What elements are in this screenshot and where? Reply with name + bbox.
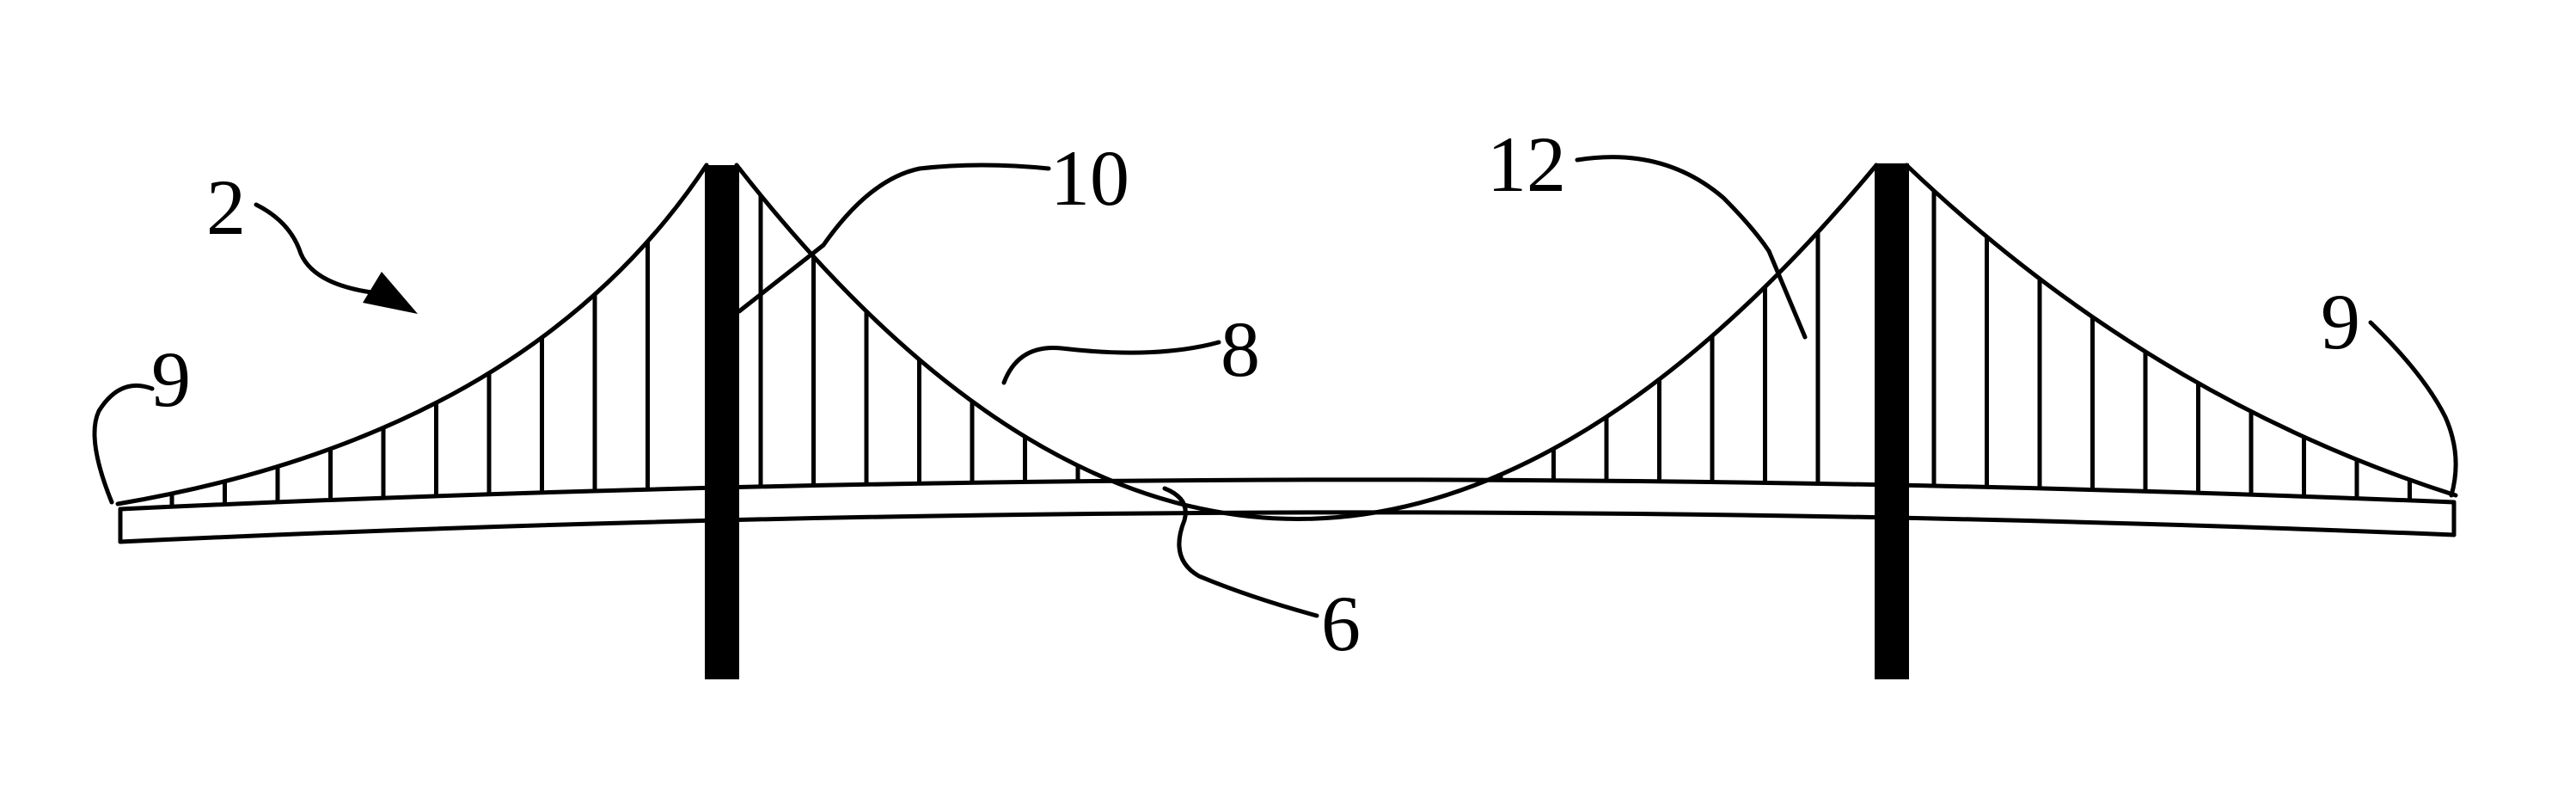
right-tower: [1875, 163, 1909, 679]
deck-top-edge: [118, 477, 2457, 512]
label-12: 12: [1487, 120, 1566, 208]
leader-lines: [92, 155, 2458, 618]
label-9-left: 9: [151, 335, 191, 423]
label-9-right: 9: [2321, 278, 2360, 365]
deck-bottom-edge: [118, 510, 2457, 544]
label-2: 2: [206, 163, 246, 251]
leader-line-6: [1162, 486, 1319, 618]
reference-numerals: 2 6 8 9 9 10 12: [151, 120, 2360, 667]
leader-line-12: [1575, 155, 1771, 254]
right-tower-stay-cable: [1766, 249, 1808, 340]
label-6: 6: [1321, 580, 1361, 667]
left-side-span-cable: [115, 163, 709, 507]
left-tower: [705, 165, 739, 679]
bridge-towers: [705, 163, 1909, 679]
leader-line-8: [1001, 340, 1221, 385]
leader-line-2: [254, 202, 374, 295]
right-side-span-cable: [1904, 163, 2458, 498]
arrowhead-2: [363, 272, 418, 314]
leader-line-10: [821, 163, 1051, 248]
left-tower-stay-cable: [737, 243, 826, 314]
main-cable: [115, 163, 2458, 521]
center-span-cable: [734, 163, 1879, 521]
leader-line-9-left: [92, 383, 155, 505]
vertical-hangers: [169, 190, 2412, 507]
leader-line-9-right: [2368, 320, 2458, 498]
bridge-deck: [118, 477, 2457, 544]
label-8: 8: [1221, 305, 1260, 393]
label-10: 10: [1050, 134, 1129, 222]
stay-cables: [737, 243, 1808, 340]
